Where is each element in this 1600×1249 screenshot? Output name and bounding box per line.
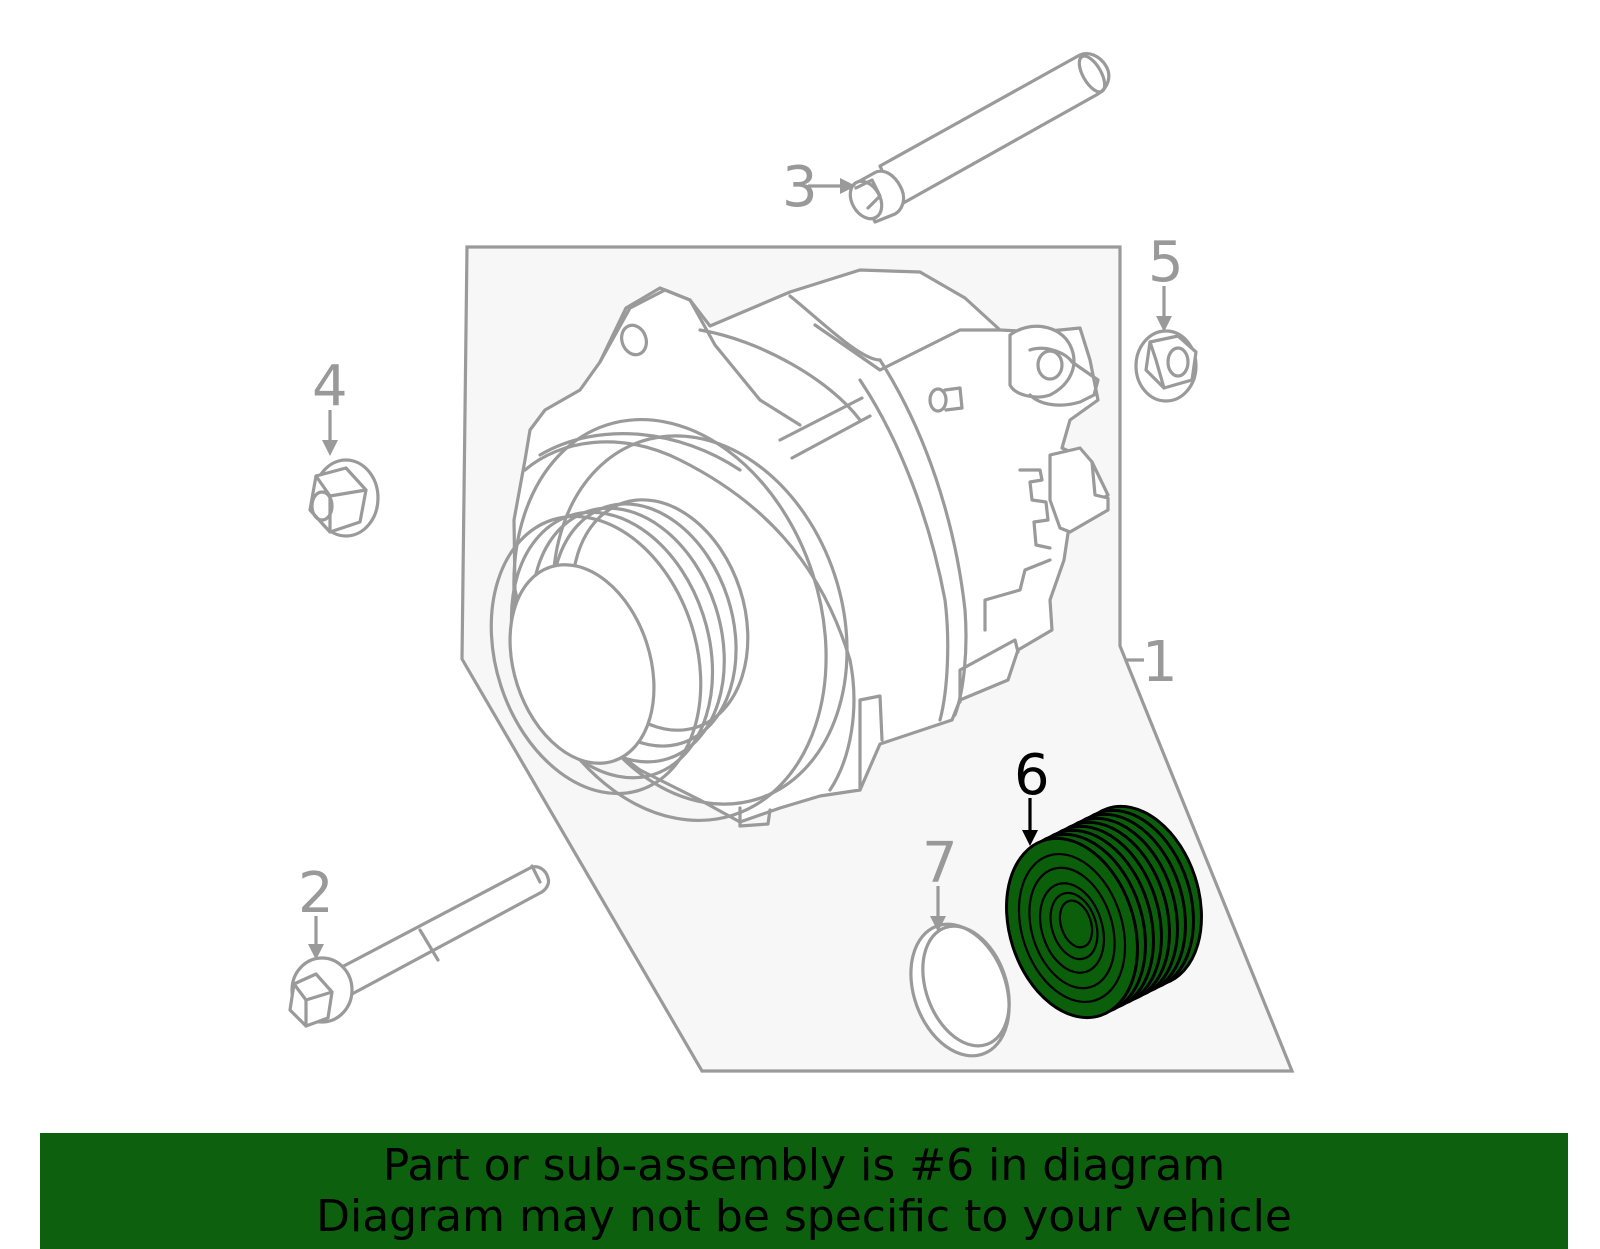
callout-4: 4 (312, 354, 348, 419)
banner-line-disclaimer: Diagram may not be specific to your vehi… (316, 1191, 1292, 1242)
callout-2: 2 (298, 861, 334, 926)
part-3-stud-drawing (848, 52, 1111, 224)
alternator-drawing (489, 268, 1110, 828)
notice-banner: Part or sub-assembly is #6 in diagram Di… (40, 1133, 1568, 1249)
part-4-nut-drawing (308, 458, 380, 538)
callout-7: 7 (922, 831, 958, 896)
part-7-cap-drawing (909, 922, 1011, 1058)
callout-5: 5 (1148, 230, 1184, 295)
callout-6: 6 (1014, 743, 1050, 808)
part-2-bolt-drawing (288, 864, 551, 1028)
callout-3: 3 (782, 155, 818, 220)
banner-line-part: Part or sub-assembly is #6 in diagram (382, 1140, 1226, 1191)
part-6-pulley-drawing (1005, 804, 1203, 1020)
callout-1: 1 (1142, 630, 1178, 695)
leader-lines (308, 178, 1172, 960)
part-5-nut-drawing (1134, 329, 1198, 403)
